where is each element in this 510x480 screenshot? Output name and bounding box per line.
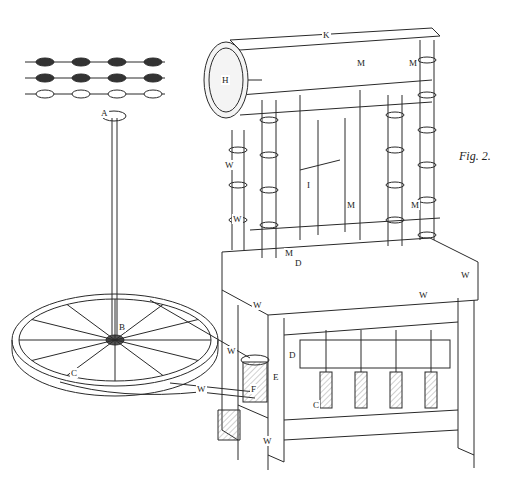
- bobbin: [36, 90, 54, 98]
- callout-letter: M: [284, 248, 294, 258]
- callout-letter: M: [356, 58, 366, 68]
- column-turning: [386, 182, 404, 188]
- spoke: [32, 320, 115, 341]
- column-turning: [229, 182, 247, 188]
- column-turning: [260, 222, 278, 228]
- callout-letter: C: [70, 368, 78, 378]
- spoke: [67, 304, 115, 340]
- oval-pulley: [204, 42, 262, 118]
- column-turning: [260, 187, 278, 193]
- bobbin: [144, 58, 162, 66]
- column-turning: [260, 152, 278, 158]
- callout-letter: K: [322, 30, 331, 40]
- spoke: [115, 340, 163, 376]
- bobbin: [108, 90, 126, 98]
- spoke: [115, 340, 198, 361]
- base-frame: [218, 238, 478, 470]
- bobbin: [144, 74, 162, 82]
- column-turning: [260, 117, 278, 123]
- callout-letter: M: [346, 200, 356, 210]
- bobbin: [144, 90, 162, 98]
- callout-letter: F: [250, 384, 257, 394]
- bobbin: [72, 74, 90, 82]
- bobbin: [72, 58, 90, 66]
- bobbin: [72, 90, 90, 98]
- column-turning: [418, 92, 436, 98]
- callout-letter: I: [306, 180, 311, 190]
- spindle-rod: [396, 330, 397, 372]
- column-turning: [386, 217, 404, 223]
- callout-letter: E: [272, 372, 280, 382]
- callout-letter: W: [252, 300, 263, 310]
- upper-frame: [229, 28, 440, 258]
- spindle: [320, 372, 332, 408]
- column-turning: [418, 127, 436, 133]
- callout-letter: W: [232, 214, 243, 224]
- callout-letter: A: [100, 108, 109, 118]
- bobbin: [36, 58, 54, 66]
- callout-letter: B: [118, 322, 126, 332]
- callout-letter: D: [288, 350, 297, 360]
- spoke: [115, 340, 116, 381]
- column-turning: [418, 57, 436, 63]
- callout-letter: W: [226, 346, 237, 356]
- column-turning: [386, 147, 404, 153]
- spindle: [425, 372, 437, 408]
- callout-letter: W: [262, 436, 273, 446]
- callout-letter: W: [224, 160, 235, 170]
- column-turning: [229, 147, 247, 153]
- spoke: [115, 340, 211, 341]
- bobbin: [36, 74, 54, 82]
- column-turning: [418, 162, 436, 168]
- spindle: [355, 372, 367, 408]
- bobbin: [108, 74, 126, 82]
- column-turning: [386, 112, 404, 118]
- callout-letter: W: [196, 384, 207, 394]
- spoke: [19, 340, 115, 341]
- bobbin: [108, 58, 126, 66]
- column-turning: [418, 232, 436, 238]
- spindle-rod: [361, 330, 362, 372]
- spoke: [32, 340, 115, 361]
- callout-letter: M: [410, 200, 420, 210]
- callout-letter: M: [408, 58, 418, 68]
- spoke: [115, 299, 116, 340]
- bobbin-details: [25, 58, 165, 98]
- callout-letter: D: [294, 258, 303, 268]
- callout-letter: W: [418, 290, 429, 300]
- spindle-rod: [431, 330, 432, 372]
- spindle: [390, 372, 402, 408]
- figure-number: Fig. 2.: [458, 150, 492, 163]
- callout-letter: C: [312, 400, 320, 410]
- spoke: [115, 320, 198, 341]
- spoke: [115, 304, 163, 340]
- callout-letter: H: [221, 75, 230, 85]
- callout-letter: W: [460, 270, 471, 280]
- column-turning: [418, 197, 436, 203]
- spindle-rod: [326, 330, 327, 372]
- drive-wheel: [12, 111, 218, 396]
